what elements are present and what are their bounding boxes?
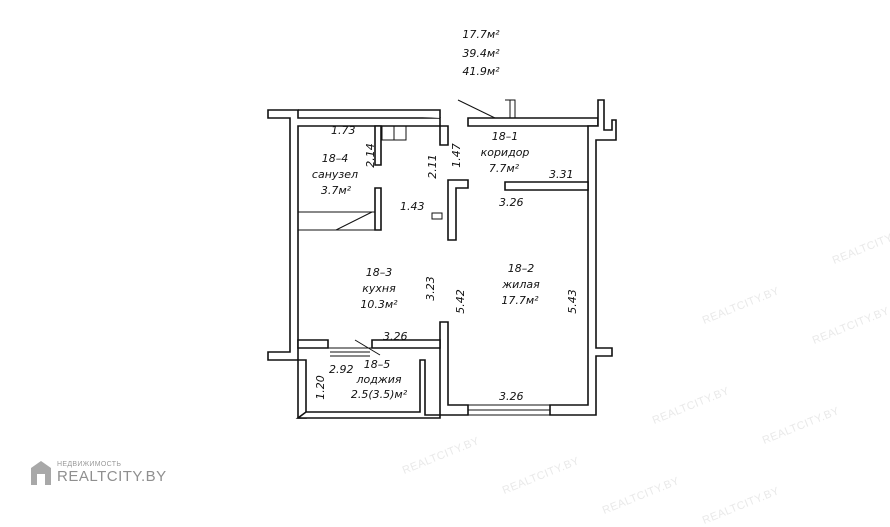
room-living-id: 18–2 bbox=[507, 262, 535, 275]
wall-bath-lower bbox=[374, 187, 382, 231]
room-kitchen-id: 18–3 bbox=[365, 266, 393, 279]
window-bottom bbox=[468, 404, 550, 416]
wall-center-lower bbox=[439, 321, 469, 416]
room-living-name: жилая bbox=[502, 278, 540, 291]
logo-icon bbox=[31, 461, 51, 485]
logo-title: REALTCITY.BY bbox=[57, 468, 167, 485]
room-bath-area: 3.7м² bbox=[320, 184, 352, 197]
dim-bath-height: 2.14 bbox=[363, 143, 377, 168]
room-corridor-id: 18–1 bbox=[491, 130, 519, 143]
dim-loggia-depth: 1.20 bbox=[313, 375, 327, 400]
dim-loggia-width: 2.92 bbox=[329, 363, 354, 376]
dim-living-bottom: 3.26 bbox=[499, 390, 524, 403]
dim-kitchen-height: 3.23 bbox=[423, 276, 437, 301]
dim-bath-depth: 2.11 bbox=[425, 154, 439, 179]
room-corridor-area: 7.7м² bbox=[488, 162, 520, 175]
room-bath-id: 18–4 bbox=[321, 152, 349, 165]
wall-center bbox=[447, 179, 469, 241]
total-living-area: 17.7м² bbox=[462, 28, 500, 41]
site-logo: НЕДВИЖИМОСТЬ REALTCITY.BY bbox=[30, 460, 167, 486]
wall-kitchen-bottom-right bbox=[371, 339, 441, 349]
dim-bath-width: 1.73 bbox=[331, 124, 356, 137]
dim-living-left: 5.42 bbox=[453, 289, 467, 314]
dim-passage: 1.43 bbox=[400, 200, 425, 213]
wall-corridor bbox=[504, 181, 589, 191]
room-kitchen-name: кухня bbox=[362, 282, 396, 295]
fixture-bath bbox=[297, 211, 376, 231]
total-area: 39.4м² bbox=[462, 47, 500, 60]
total-gross-area: 41.9м² bbox=[462, 65, 500, 78]
leader-totals bbox=[457, 99, 496, 119]
room-loggia-name: лоджия bbox=[356, 373, 402, 386]
wall-loggia-bottom bbox=[295, 359, 441, 419]
wall-left bbox=[267, 109, 441, 361]
window-loggia-front bbox=[328, 347, 372, 357]
room-bath-name: санузел bbox=[311, 168, 359, 181]
wall-kitchen-bottom bbox=[297, 339, 329, 349]
wall-center-upper bbox=[439, 125, 449, 146]
window-top bbox=[505, 99, 516, 118]
dim-corridor-width: 3.31 bbox=[549, 168, 574, 181]
room-living-area: 17.7м² bbox=[501, 294, 539, 307]
logo-subtitle: НЕДВИЖИМОСТЬ bbox=[57, 461, 122, 468]
leader-loggia bbox=[354, 339, 381, 356]
dim-living-top: 3.26 bbox=[499, 196, 524, 209]
room-loggia-area: 2.5(3.5)м² bbox=[350, 388, 408, 401]
wall-loggia-left bbox=[297, 359, 307, 419]
wall-bath-v bbox=[374, 125, 382, 166]
wall-top-right bbox=[467, 117, 599, 127]
room-kitchen-area: 10.3м² bbox=[360, 298, 398, 311]
dim-living-right: 5.43 bbox=[565, 289, 579, 314]
wall-top-left bbox=[298, 109, 441, 118]
fixture-small bbox=[431, 212, 443, 220]
room-loggia-id: 18–5 bbox=[363, 358, 391, 371]
room-corridor-name: коридор bbox=[480, 146, 530, 159]
dim-corridor-height: 1.47 bbox=[449, 143, 463, 168]
wall-right bbox=[549, 99, 617, 416]
dim-kitchen-bottom: 3.26 bbox=[383, 330, 408, 343]
